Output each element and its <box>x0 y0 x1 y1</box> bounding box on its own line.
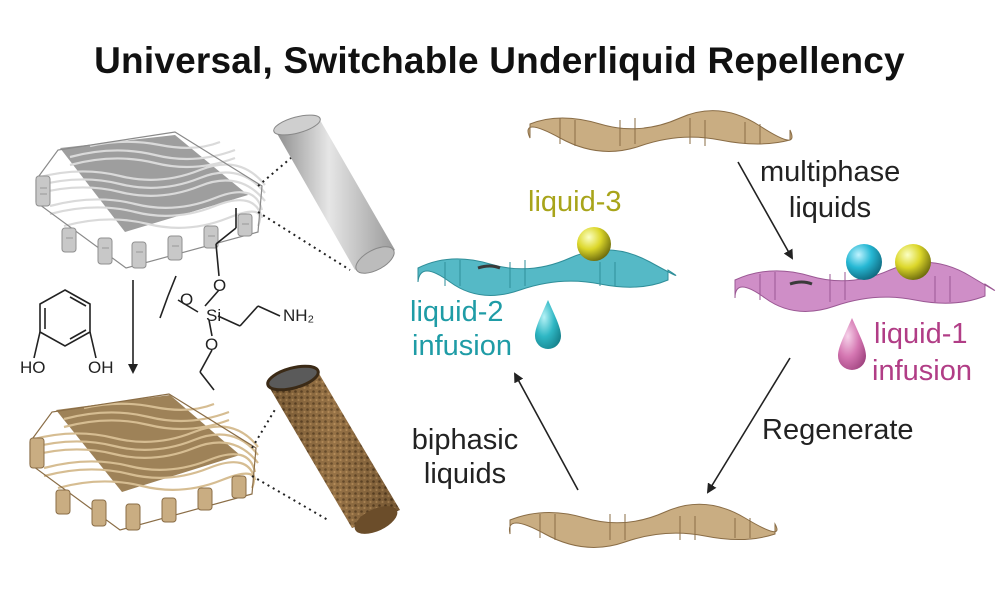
liquid1-label-line2: infusion <box>872 355 972 387</box>
arrow-to-biphasic <box>514 372 579 491</box>
catechol-structure <box>33 289 97 359</box>
silane-o-top-label: O <box>213 276 227 295</box>
liquid2-label-line2: infusion <box>412 330 512 362</box>
catechol-oh-left: HO <box>20 358 46 377</box>
fabric-strip-top <box>527 110 793 152</box>
liquid1-label-line1: liquid-1 <box>874 318 968 350</box>
silane-o-left-label: O <box>180 290 194 309</box>
fabric-strip-liquid1 <box>734 261 996 312</box>
liquid1-drop-icon <box>838 318 866 370</box>
smooth-fiber-cylinder <box>257 114 395 274</box>
liquid2-label-line1: liquid-2 <box>410 296 504 328</box>
fabric-strip-bottom <box>508 503 778 548</box>
silane-structure <box>159 208 281 391</box>
page-title: Universal, Switchable Underliquid Repell… <box>94 40 905 81</box>
fabric-strip-liquid2 <box>417 249 677 296</box>
rough-fiber-cylinder <box>251 364 400 534</box>
liquid3-droplet-on-liquid2 <box>577 227 611 261</box>
silane-o-bottom-label: O <box>205 335 219 354</box>
multiphase-label-line1: multiphase <box>760 156 901 188</box>
arrow-to-multiphase <box>737 161 793 260</box>
liquid2-drop-icon <box>535 300 561 349</box>
silane-nh2-label: NH₂ <box>283 306 315 325</box>
liquid3-droplet-on-liquid1 <box>895 244 931 280</box>
liquid2-droplet-on-liquid1 <box>846 244 882 280</box>
multiphase-label-line2: liquids <box>788 192 872 224</box>
woven-fabric-gray <box>35 131 266 269</box>
catechol-oh-right: OH <box>88 358 114 377</box>
regenerate-label: Regenerate <box>762 414 914 446</box>
biphasic-label-line1: biphasic <box>411 424 519 456</box>
woven-fabric-coated <box>29 393 259 531</box>
liquid3-label: liquid-3 <box>528 186 622 218</box>
silane-si-label: Si <box>206 306 222 325</box>
biphasic-label-line2: liquids <box>423 458 507 490</box>
arrow-regenerate <box>706 357 791 494</box>
